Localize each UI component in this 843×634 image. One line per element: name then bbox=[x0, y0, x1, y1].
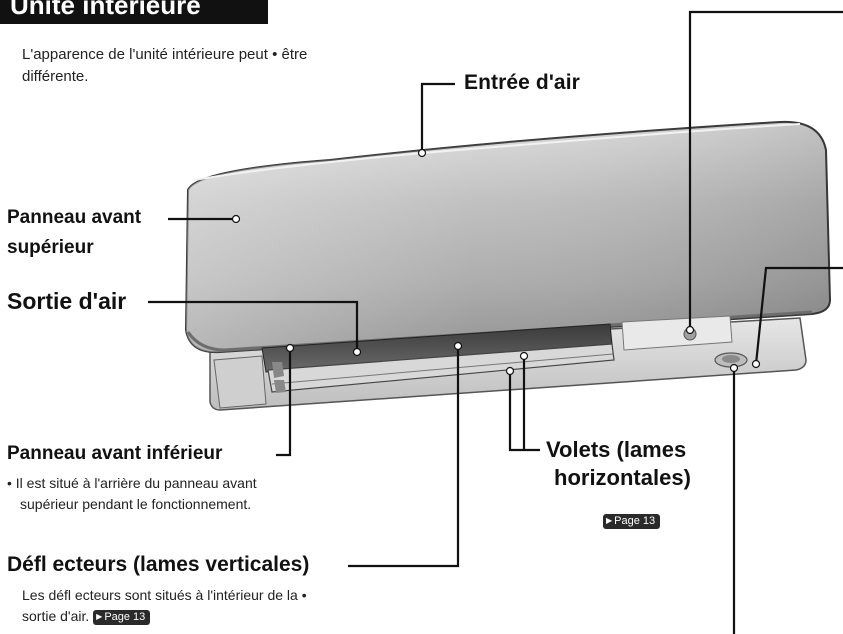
label-air-inlet: Entrée d'air bbox=[464, 70, 580, 96]
label-air-inlet-text: Entrée d'air bbox=[464, 71, 580, 94]
flaps-page-ref[interactable]: Page 13 bbox=[603, 513, 661, 531]
label-air-outlet-text: Sortie d'air bbox=[7, 288, 127, 314]
section-title: Unité intérieure bbox=[10, 0, 201, 20]
label-front-panel-upper-line2: supérieur bbox=[7, 237, 94, 258]
display-window bbox=[621, 315, 733, 351]
appearance-note: L'apparence de l'unité intérieure peut •… bbox=[22, 44, 352, 88]
label-flaps-line1: Volets (lames bbox=[546, 437, 687, 462]
label-front-panel-lower-text: Panneau avant inférieur bbox=[7, 443, 223, 464]
label-flaps: Volets (lames horizontales) bbox=[546, 436, 691, 492]
appearance-note-text: L'apparence de l'unité intérieure peut •… bbox=[22, 46, 308, 85]
label-air-outlet: Sortie d'air bbox=[7, 287, 126, 315]
front-panel-lower-note: • Il est situé à l'arrière du panneau av… bbox=[7, 473, 367, 515]
deflectors-page-ref-badge[interactable]: Page 13 bbox=[93, 609, 151, 625]
deflectors-note-line2-wrap: sortie d'air. Page 13 bbox=[22, 606, 442, 627]
label-flaps-line2: horizontales) bbox=[554, 465, 691, 490]
front-panel-lower-note-line2: supérieur pendant le fonctionnement. bbox=[20, 496, 252, 512]
flaps-page-ref-badge[interactable]: Page 13 bbox=[603, 514, 661, 530]
label-front-panel-upper-line1: Panneau avant bbox=[7, 207, 142, 228]
label-deflectors-text: Défl ecteurs (lames verticales) bbox=[7, 553, 310, 576]
deflectors-note-line2: sortie d'air. bbox=[22, 608, 90, 624]
label-deflectors: Défl ecteurs (lames verticales) bbox=[7, 553, 309, 577]
deflectors-note-line1: Les défl ecteurs sont situés à l'intérie… bbox=[22, 587, 307, 603]
label-front-panel-lower: Panneau avant inférieur bbox=[7, 442, 222, 466]
section-header: Unité intérieure bbox=[0, 0, 268, 24]
front-panel-lower-note-line1: • Il est situé à l'arrière du panneau av… bbox=[7, 475, 257, 491]
label-front-panel-upper: Panneau avant supérieur bbox=[7, 206, 177, 260]
deflectors-note: Les défl ecteurs sont situés à l'intérie… bbox=[22, 585, 442, 627]
